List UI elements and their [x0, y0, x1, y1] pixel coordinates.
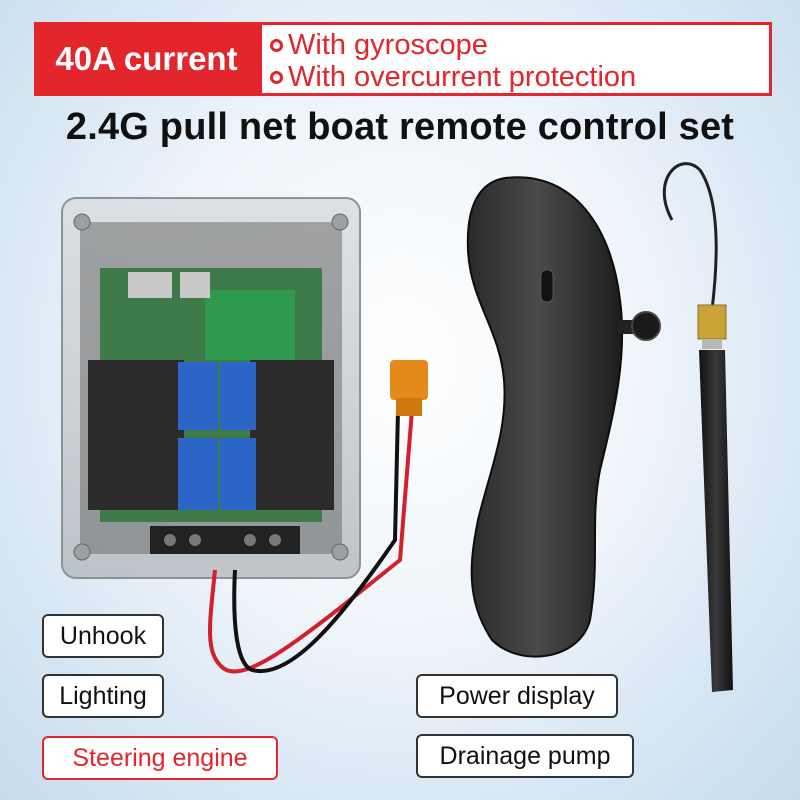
screw-icon	[73, 213, 91, 231]
screw-icon	[331, 213, 349, 231]
screw-icon	[73, 543, 91, 561]
relay	[220, 438, 256, 510]
relay	[220, 362, 256, 430]
remote-control	[466, 176, 661, 658]
feature-text: With overcurrent protection	[288, 61, 637, 93]
power-module	[250, 360, 334, 510]
xt60-connector	[390, 360, 428, 400]
label-lighting: Lighting	[42, 674, 164, 718]
relay	[178, 362, 218, 430]
feature-item: With overcurrent protection	[270, 61, 769, 93]
screw-icon	[331, 543, 349, 561]
relay	[178, 438, 218, 510]
control-box	[61, 197, 361, 579]
page-title: 2.4G pull net boat remote control set	[65, 106, 735, 148]
bullet-circle-icon	[270, 70, 283, 84]
antenna	[662, 162, 733, 692]
black-wire	[232, 409, 400, 674]
current-badge: 40A current	[34, 22, 259, 96]
label-steering-engine: Steering engine	[42, 736, 278, 780]
label-drainage-pump: Drainage pump	[416, 734, 634, 778]
label-power-display: Power display	[416, 674, 618, 718]
power-switch	[540, 269, 554, 303]
joystick-icon	[631, 311, 661, 341]
bullet-circle-icon	[270, 38, 283, 52]
label-unhook: Unhook	[42, 614, 164, 658]
feature-text: With gyroscope	[288, 29, 488, 61]
header-banner: 40A current With gyroscope With overcurr…	[34, 22, 772, 96]
feature-list: With gyroscope With overcurrent protecti…	[259, 22, 772, 96]
feature-item: With gyroscope	[270, 29, 769, 61]
red-wire	[208, 409, 414, 674]
power-module	[88, 360, 184, 510]
